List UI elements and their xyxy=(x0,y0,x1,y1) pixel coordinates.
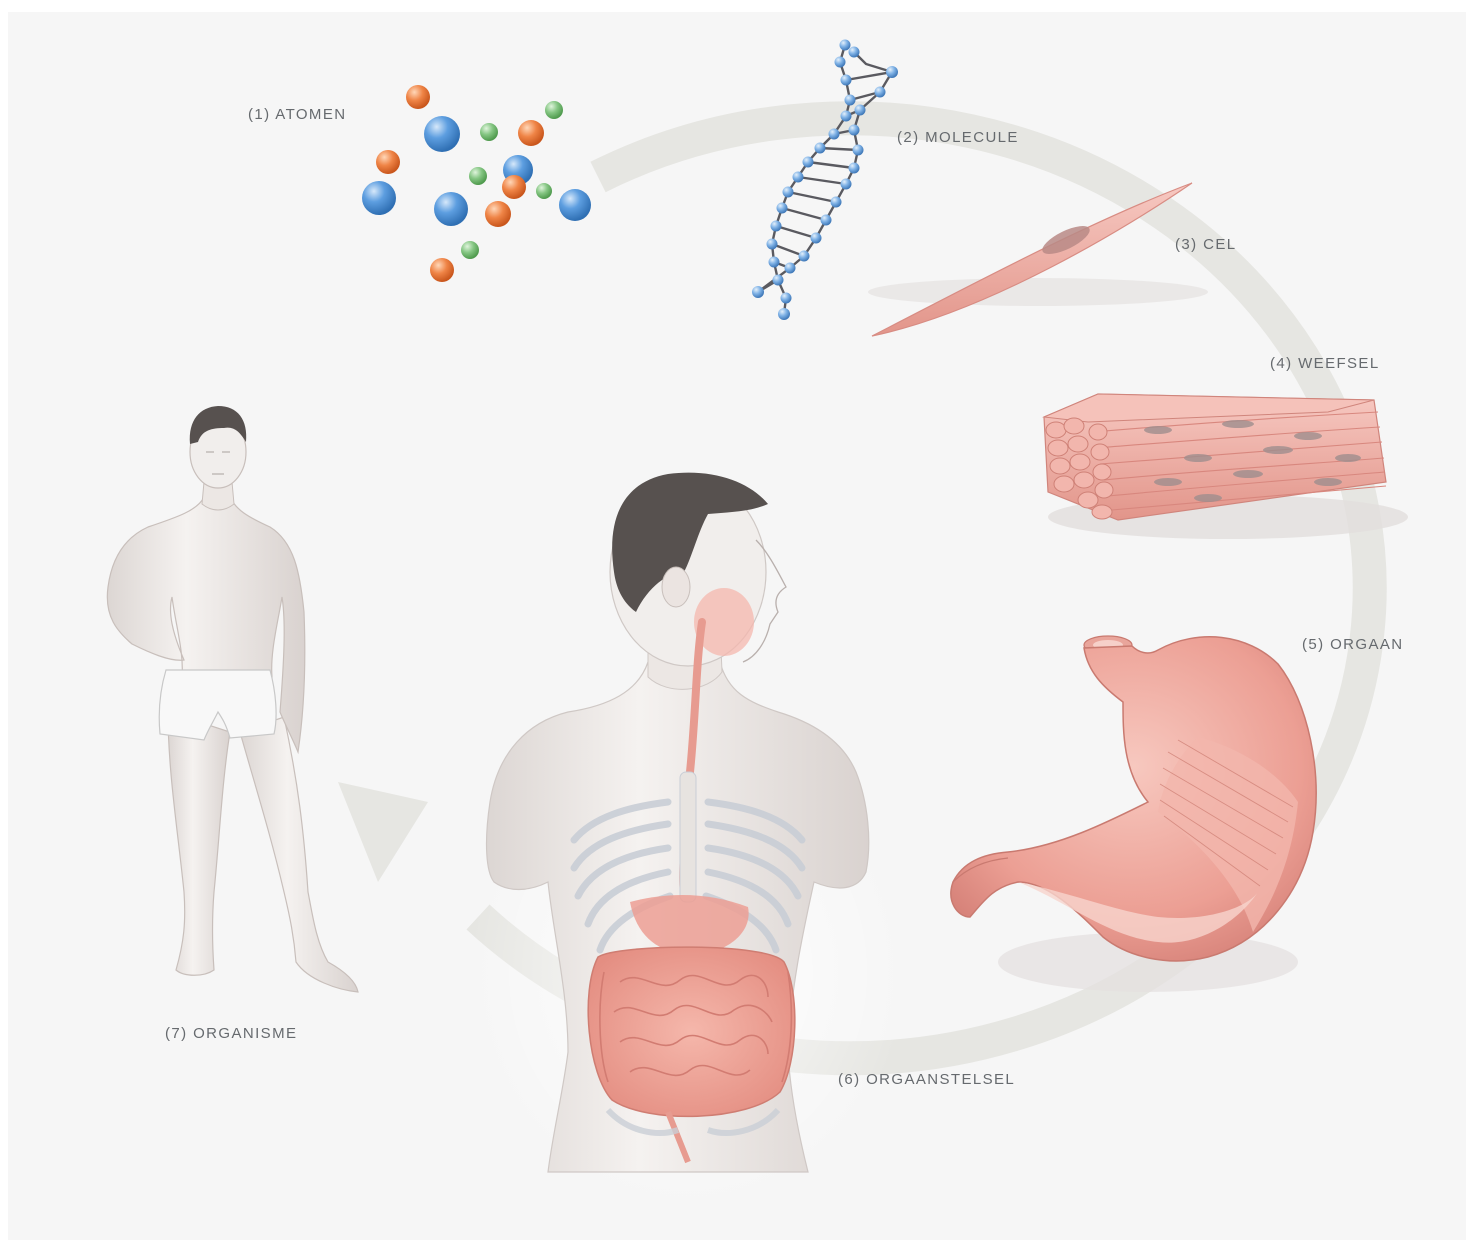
diagram-artwork xyxy=(8,12,1466,1240)
biological-organization-diagram: (1) ATOMEN (2) MOLECULE (3) CEL (4) WEEF… xyxy=(8,12,1466,1240)
stage-label-molecule: (2) MOLECULE xyxy=(897,129,1019,146)
stage-label-organ-system: (6) ORGAANSTELSEL xyxy=(838,1071,1015,1088)
muscle-tissue-icon xyxy=(1044,394,1408,539)
stage-label-organism: (7) ORGANISME xyxy=(165,1025,297,1042)
digestive-system-icon xyxy=(468,473,908,1212)
atoms-icon xyxy=(362,85,591,282)
human-body-icon xyxy=(107,406,358,992)
stomach-icon xyxy=(951,636,1316,992)
dna-helix-icon xyxy=(758,45,892,314)
stage-label-cell: (3) CEL xyxy=(1175,236,1236,253)
stage-label-organ: (5) ORGAAN xyxy=(1302,636,1404,653)
stage-label-tissue: (4) WEEFSEL xyxy=(1270,355,1380,372)
stage-label-atoms: (1) ATOMEN xyxy=(248,106,346,123)
muscle-cell-icon xyxy=(868,183,1208,336)
